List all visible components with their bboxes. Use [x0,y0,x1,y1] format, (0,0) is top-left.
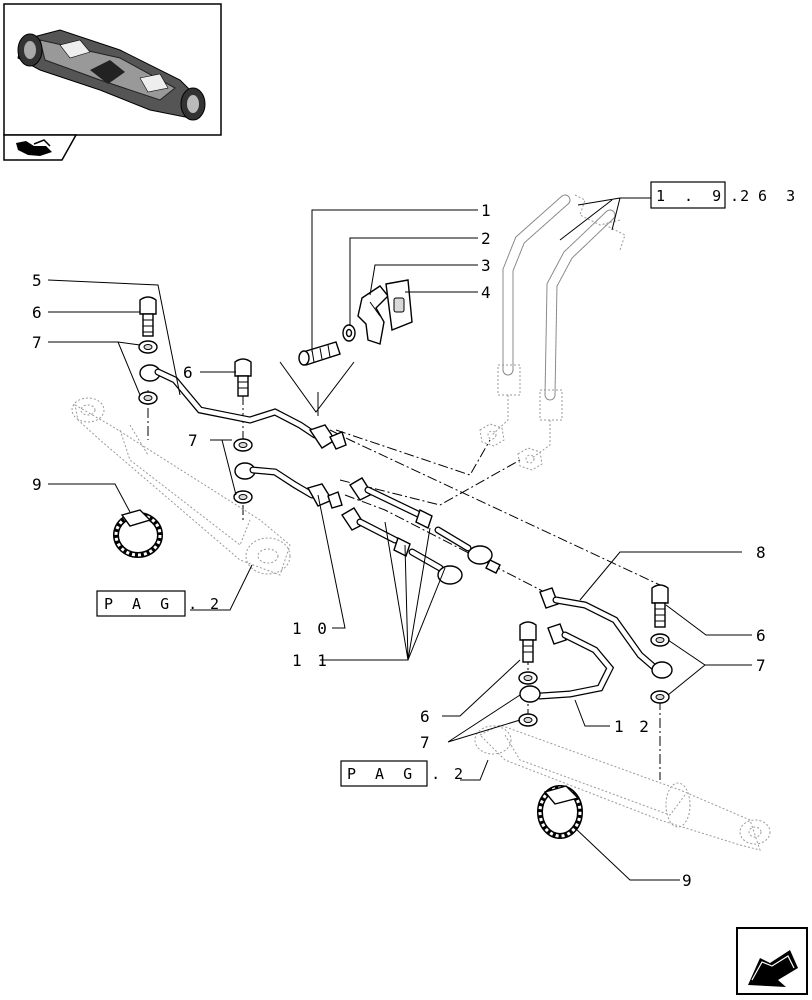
front-axle-thumbnail-icon [17,29,206,121]
right-steering-cylinder [474,724,771,851]
callout-11: 1 1 [292,651,330,670]
part-12-pipe[interactable] [519,623,615,703]
part-7-washer-upper-left-a[interactable] [138,340,158,354]
part-11-hose-upper[interactable] [349,477,501,574]
reference-pag-2-right[interactable]: P A G . 2 [340,760,468,787]
callout-1: 1 [481,201,494,220]
pag-left-boxed: P A G . [104,595,202,613]
part-6-bolt-middle-left[interactable] [234,358,252,397]
callout-6-upper-left: 6 [32,303,45,322]
part-5-pipe[interactable] [139,364,347,450]
callout-6-right-middle: 6 [420,707,433,726]
part-7-washer-right-middle-a[interactable] [518,671,538,685]
reference-63-suffix: . 6 3 [730,187,800,205]
callout-6-right-outer: 6 [756,626,769,645]
reference-1-92-boxed: 1 . 9 2 [656,187,754,205]
callout-7-upper-left: 7 [32,333,45,352]
callout-9-right: 9 [682,871,695,890]
part-11-hose-lower[interactable] [341,507,463,585]
pag-right-boxed: P A G . [347,765,445,783]
callout-12: 1 2 [614,717,652,736]
section-badge[interactable] [3,134,78,161]
left-steering-cylinder [71,397,291,576]
leader-lines [47,209,752,881]
callout-labels: 1 2 3 4 5 6 7 9 6 7 8 6 7 1 0 1 1 6 7 1 … [32,201,769,890]
pag-right-suffix: 2 [454,765,468,783]
callout-10: 1 0 [292,619,330,638]
part-7-washer-right-outer-a[interactable] [650,633,670,647]
part-6-bolt-right-middle[interactable] [519,621,537,663]
part-9-clamp-ring-right[interactable] [537,785,583,839]
part-4-plate[interactable] [385,279,413,331]
part-2-washer[interactable] [342,324,356,342]
reference-pag-2-left[interactable]: P A G . 2 [96,590,224,617]
part-7-washer-right-outer-b[interactable] [650,690,670,704]
ghost-supply-tubes [479,194,626,471]
callout-7-middle-left: 7 [188,431,201,450]
part-7-washer-right-middle-b[interactable] [518,713,538,727]
tractor-section-icon [16,139,52,156]
part-7-washer-middle-left-a[interactable] [233,438,253,452]
part-10-pipe[interactable] [234,462,343,509]
callout-4: 4 [481,283,494,302]
callout-9-left: 9 [32,475,45,494]
next-page-arrow-icon [748,950,798,987]
callout-8: 8 [756,543,769,562]
part-8-pipe[interactable] [539,587,673,679]
callout-6-middle-left: 6 [183,363,196,382]
callout-7-right-outer: 7 [756,656,769,675]
callout-2: 2 [481,229,494,248]
assembly-pointer [279,361,355,413]
part-7-washer-upper-left-b[interactable] [138,391,158,405]
axle-thumbnail [3,3,222,136]
part-9-clamp-ring-left[interactable] [113,509,163,558]
part-1-bolt[interactable] [298,341,341,366]
callout-3: 3 [481,256,494,275]
fitting-nut-lower [517,447,543,471]
pag-left-suffix: 2 [210,595,224,613]
fitting-nut-upper [479,423,505,447]
part-3-clamp[interactable] [357,285,389,345]
reference-1-92-63[interactable]: 1 . 9 2 . 6 3 [559,181,800,241]
part-7-washer-middle-left-b[interactable] [233,490,253,504]
callout-7-right-middle: 7 [420,733,433,752]
part-6-bolt-upper-left[interactable] [139,296,157,337]
part-6-bolt-right-outer[interactable] [651,584,669,628]
next-page-button[interactable] [736,927,808,995]
callout-5: 5 [32,271,45,290]
